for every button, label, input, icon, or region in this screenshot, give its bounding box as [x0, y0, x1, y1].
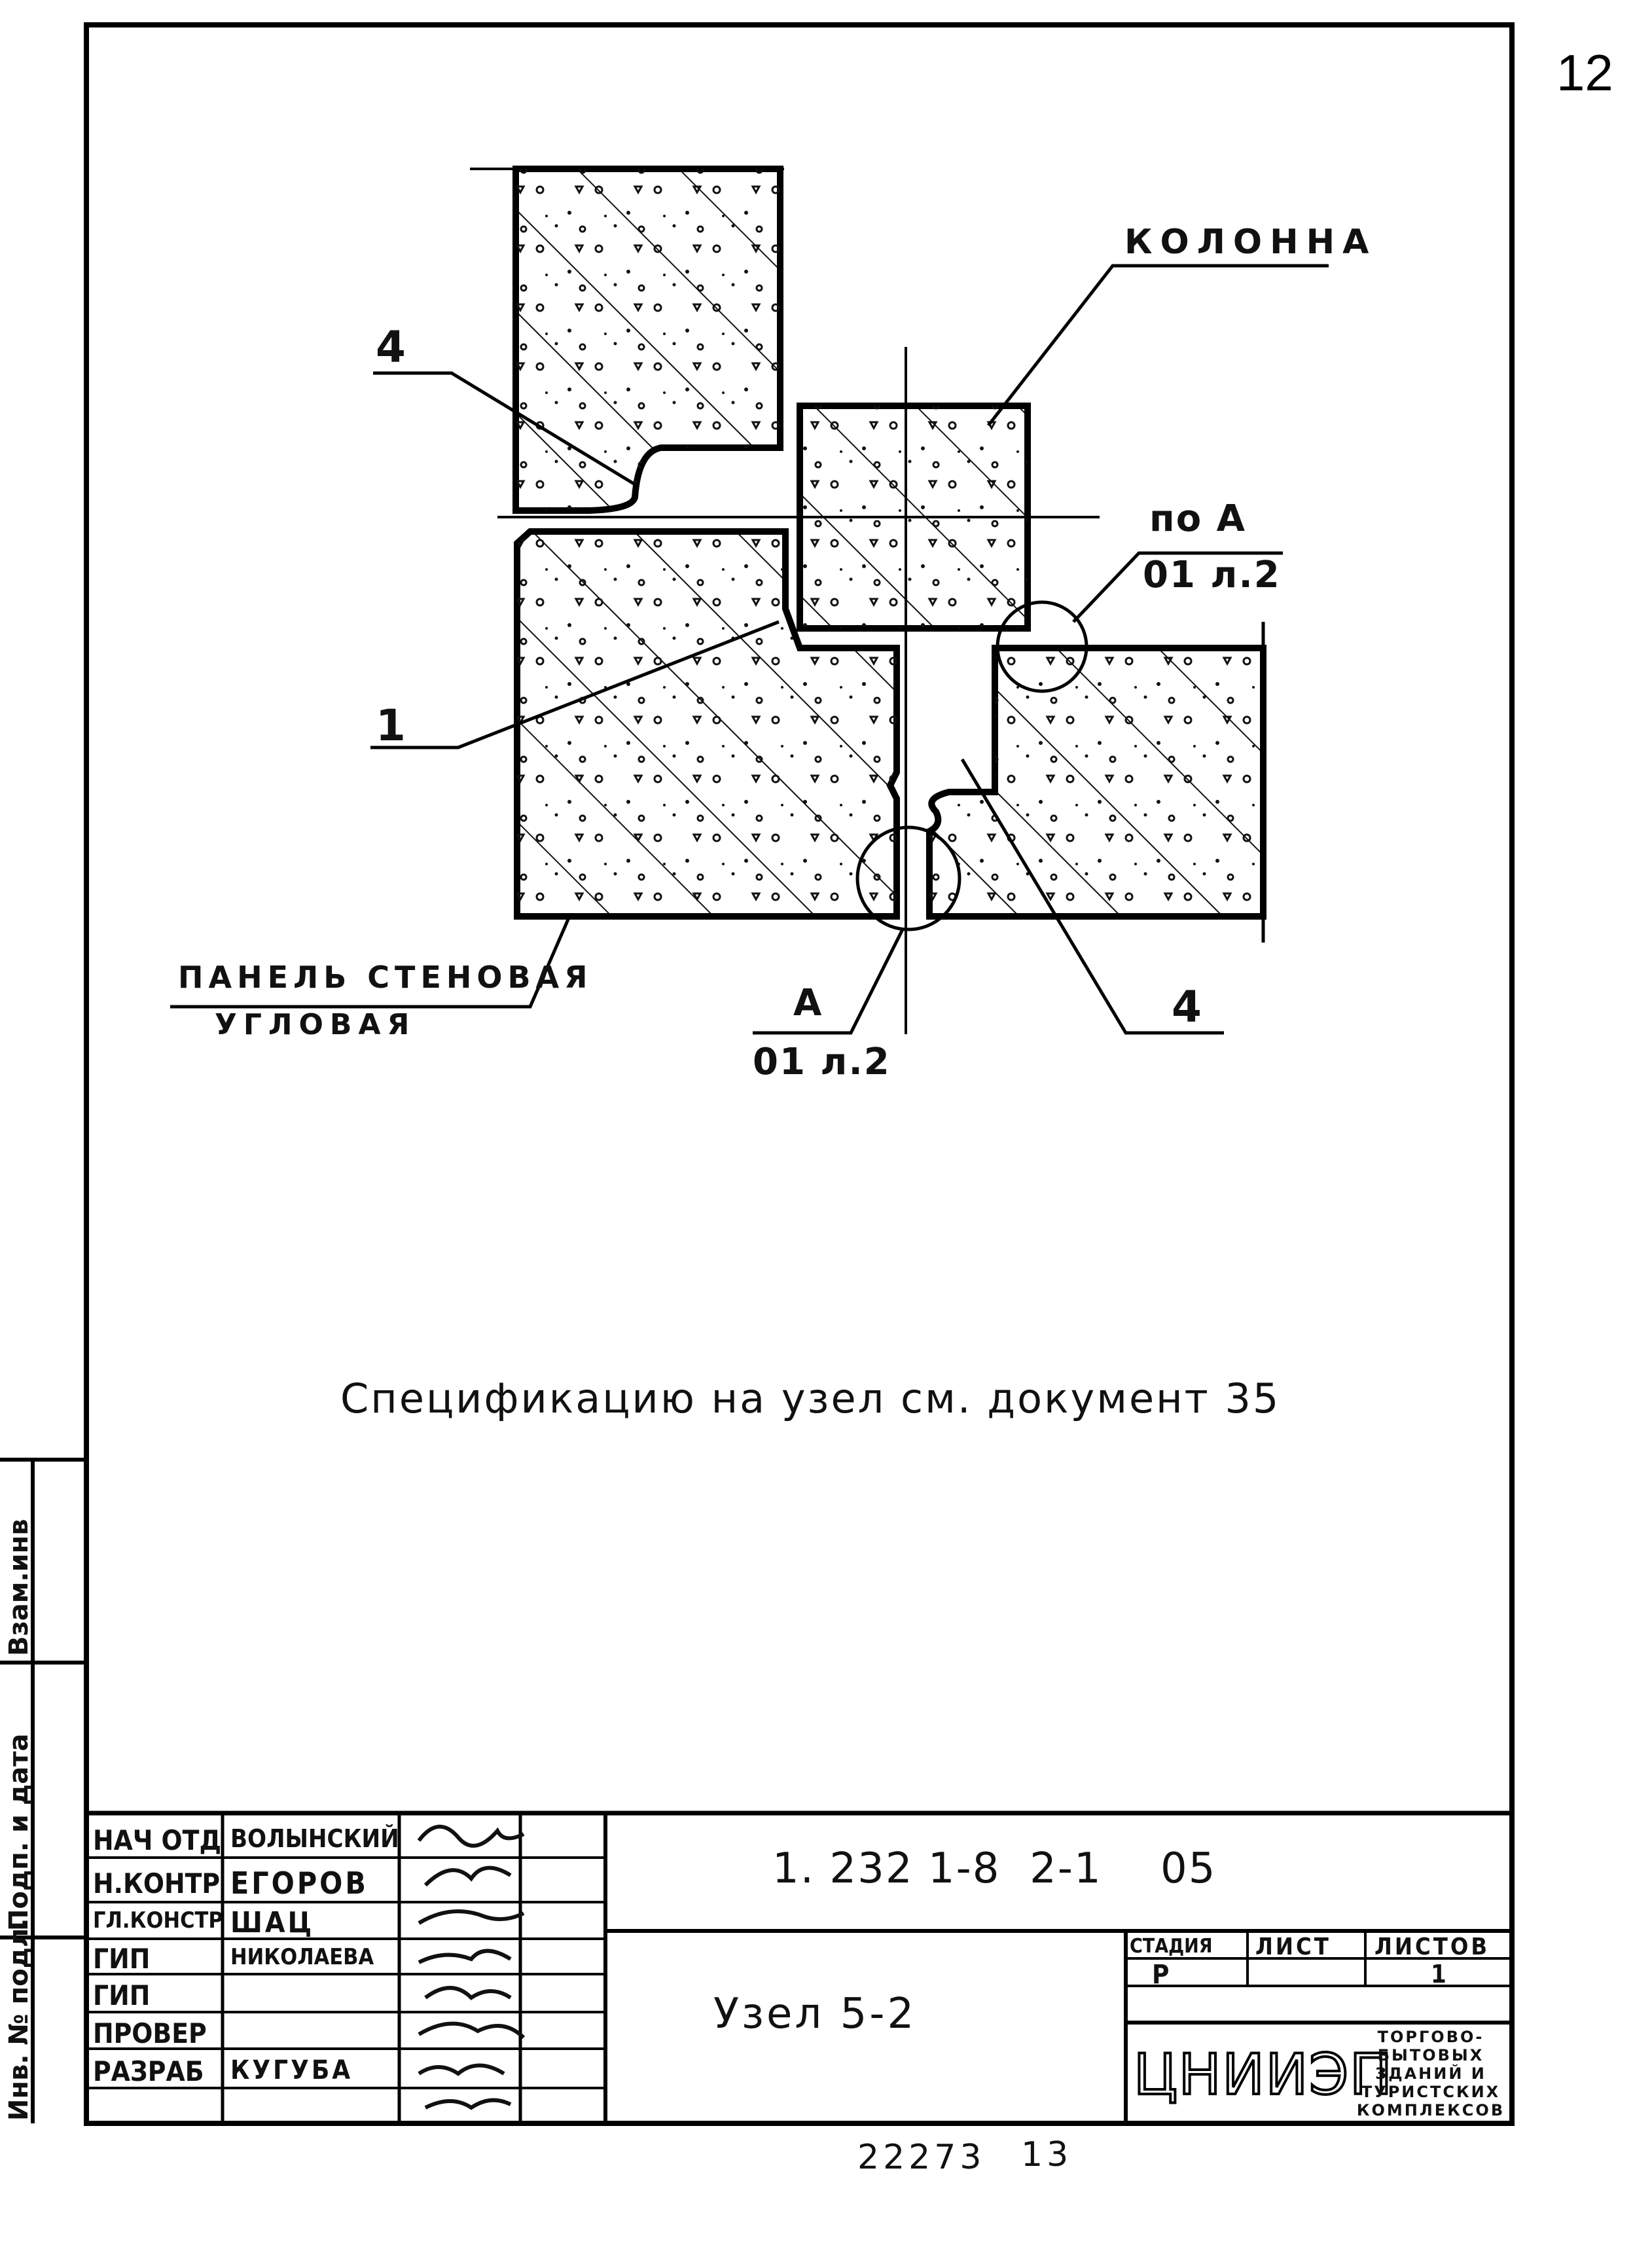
right-wall-panel — [926, 622, 1266, 943]
leader-column — [987, 264, 1329, 427]
label-item-4-bottom: 4 — [1172, 982, 1206, 1032]
title-block-lines — [86, 1810, 1512, 2126]
role-0: НАЧ ОТД — [93, 1824, 221, 1856]
detail-circle-top — [996, 600, 1088, 693]
name-6: КУГУБА — [230, 2055, 353, 2085]
footer-number: 13 — [1021, 2135, 1073, 2174]
sheets-value: 1 — [1431, 1960, 1446, 1989]
name-1: ЕГОРОВ — [230, 1865, 368, 1901]
leader-4-top — [373, 371, 636, 486]
role-1: Н.КОНТР — [93, 1867, 221, 1900]
role-2: ГЛ.КОНСТР — [93, 1907, 221, 1934]
side-stamp-middle: Подп. и дата — [4, 1733, 34, 1931]
detail-circle-bottom — [855, 825, 961, 931]
side-stamp-lower: Инв. № подл. — [4, 1918, 34, 2121]
label-ref-bottom-line1: А — [793, 982, 826, 1024]
label-panel-line2: УГЛОВАЯ — [215, 1008, 416, 1041]
label-ref-top-line2: 01 л.2 — [1143, 554, 1281, 596]
column — [797, 403, 1031, 632]
drawing-title: Узел 5-2 — [713, 1990, 917, 2038]
label-item-1: 1 — [376, 700, 410, 751]
stage-value: Р — [1152, 1960, 1170, 1990]
label-item-4-top: 4 — [376, 322, 410, 372]
leader-ref-top — [1072, 551, 1283, 623]
corner-wall-panel — [514, 528, 900, 920]
sheets-header: ЛИСТОВ — [1374, 1934, 1490, 1960]
leader-ref-bottom — [753, 927, 905, 1035]
side-stamp-lines — [0, 1458, 86, 2123]
name-0: ВОЛЫНСКИЙ — [230, 1824, 398, 1853]
label-column: КОЛОННА — [1124, 223, 1377, 262]
signatures — [417, 1824, 526, 2110]
name-3: НИКОЛАЕВА — [230, 1944, 374, 1970]
leader-1 — [370, 620, 780, 749]
label-ref-bottom-line2: 01 л.2 — [753, 1041, 891, 1083]
role-3: ГИП — [93, 1943, 151, 1975]
org-logo: ЦНИИЭП — [1132, 2041, 1393, 2109]
leader-4-bottom — [960, 758, 1224, 1035]
name-2: ШАЦ — [230, 1906, 315, 1939]
role-5: ПРОВЕР — [93, 2017, 207, 2049]
sheet-header: ЛИСТ — [1255, 1934, 1331, 1960]
sheet-number: 12 — [1556, 44, 1613, 101]
stage-header: СТАДИЯ — [1130, 1935, 1213, 1958]
side-stamp-upper: Взам.инв — [4, 1519, 34, 1656]
org-text: ТОРГОВО-БЫТОВЫХ ЗДАНИЙ И ТУРИСТСКИХ КОМП… — [1356, 2028, 1505, 2119]
footer-code: 22273 — [857, 2138, 986, 2177]
role-6: РАЗРАБ — [93, 2055, 204, 2087]
label-panel-line1: ПАНЕЛЬ СТЕНОВАЯ — [178, 960, 593, 995]
label-ref-top-line1: по А — [1149, 497, 1246, 540]
doc-code: 1. 232 1-8 2-1 05 — [772, 1845, 1217, 1893]
specification-note: Спецификацию на узел см. документ 35 — [340, 1375, 1281, 1422]
leader-panel — [170, 916, 571, 1009]
role-4: ГИП — [93, 1979, 151, 2011]
upper-wall-panel — [470, 166, 784, 514]
